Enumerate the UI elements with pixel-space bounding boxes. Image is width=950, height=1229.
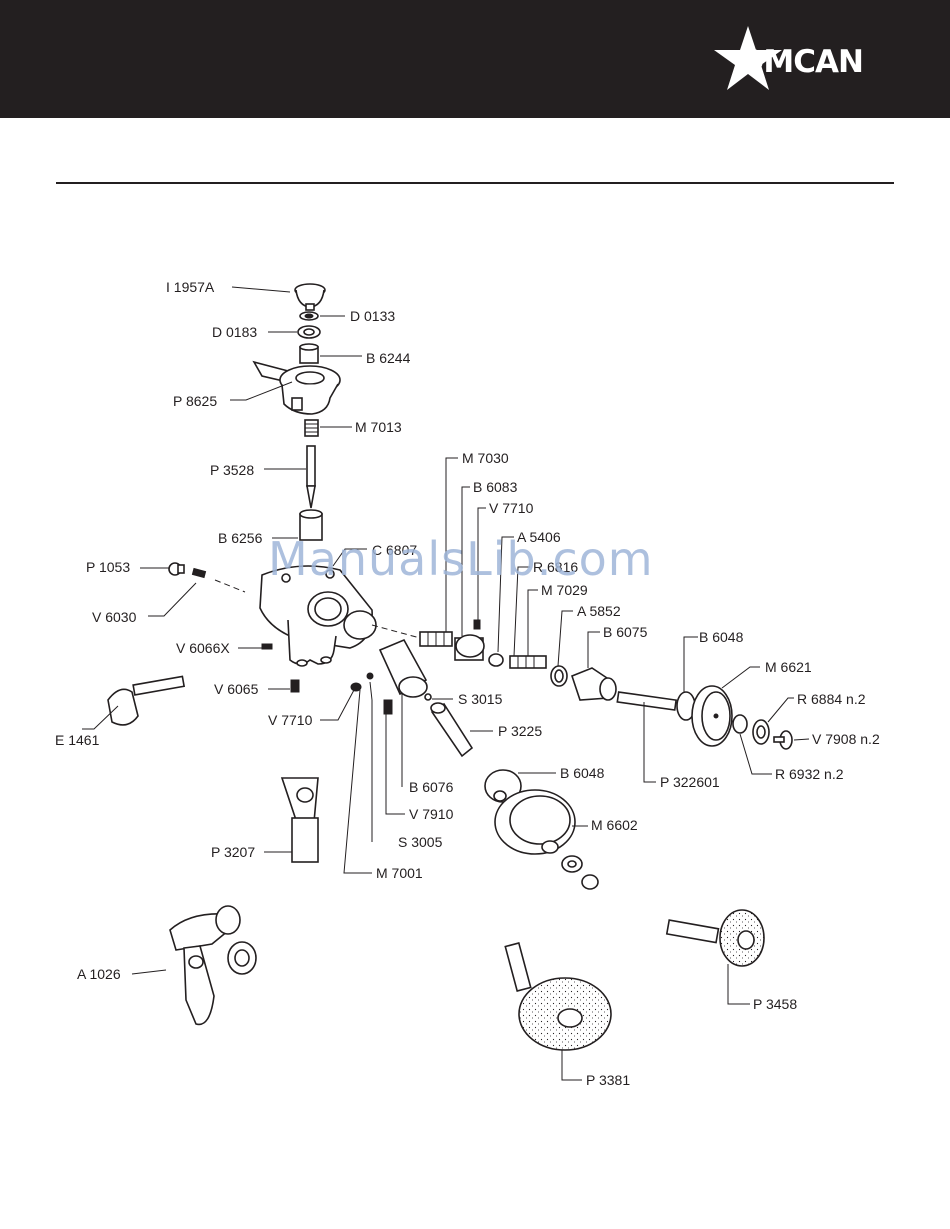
label-v7710b: V 7710 — [268, 712, 313, 728]
washer-part — [299, 311, 319, 321]
label-i1957a: I 1957A — [166, 279, 215, 295]
ball-part — [366, 672, 374, 680]
label-m7001: M 7001 — [376, 865, 423, 881]
washer-r6932-part — [732, 714, 748, 734]
label-b6256: B 6256 — [218, 530, 263, 546]
cap-screw-part — [168, 562, 185, 576]
grub-screw-part — [290, 679, 300, 693]
spring-coil-part — [419, 631, 453, 647]
label-b6048a: B 6048 — [699, 629, 744, 645]
label-r6932: R 6932 n.2 — [775, 766, 844, 782]
label-r6816: R 6816 — [533, 559, 578, 575]
spring-part — [304, 419, 319, 437]
star-logo-icon — [714, 26, 782, 90]
header-rule — [56, 182, 894, 184]
label-s3015: S 3015 — [458, 691, 503, 707]
assembly-a1026-part — [169, 905, 257, 1026]
nut-part — [297, 325, 321, 339]
handle-part — [107, 675, 186, 726]
sleeve-part — [299, 509, 323, 541]
label-r6884: R 6884 n.2 — [797, 691, 866, 707]
header-band — [0, 0, 950, 118]
shaft-p3458-part — [665, 909, 765, 967]
label-p3207: P 3207 — [211, 844, 255, 860]
washer-3-part — [541, 840, 599, 890]
label-d0133: D 0133 — [350, 308, 395, 324]
label-b6076: B 6076 — [409, 779, 454, 795]
watermark-text: ManualsLib.com — [268, 532, 654, 586]
brand-logo-text: OMCAN — [738, 44, 864, 80]
small-screw-part — [261, 643, 273, 650]
needle-p3225-part — [430, 702, 474, 758]
label-d0183: D 0183 — [212, 324, 257, 340]
label-v7908: V 7908 n.2 — [812, 731, 880, 747]
label-s3005: S 3005 — [398, 834, 443, 850]
set-screw-part — [191, 567, 207, 579]
label-m6602: M 6602 — [591, 817, 638, 833]
label-b6075: B 6075 — [603, 624, 648, 640]
label-v7910: V 7910 — [409, 806, 454, 822]
label-p322601: P 322601 — [660, 774, 720, 790]
label-a1026: A 1026 — [77, 966, 121, 982]
bushing-part — [299, 343, 319, 364]
sleeve-p3207-part — [280, 777, 319, 863]
ball-s3015-part — [424, 693, 432, 701]
lever-part — [252, 360, 341, 415]
shaft-part — [616, 691, 678, 711]
label-b6244: B 6244 — [366, 350, 411, 366]
screw-v7908-part — [773, 730, 793, 750]
label-v6030: V 6030 — [92, 609, 137, 625]
washer-r6884-part — [752, 719, 770, 745]
label-m6621: M 6621 — [765, 659, 812, 675]
disc-m6602-part — [494, 789, 576, 855]
cylinder-part — [454, 634, 485, 661]
label-c6807: C 6807 — [372, 542, 417, 558]
shaft-p3381-part — [504, 941, 612, 1051]
label-v6066x: V 6066X — [176, 640, 230, 656]
screw-v7910-part — [383, 699, 393, 715]
label-p1053: P 1053 — [86, 559, 130, 575]
spring-2-part — [509, 655, 547, 669]
clip-part — [488, 653, 504, 667]
label-m7030: M 7030 — [462, 450, 509, 466]
label-b6083: B 6083 — [473, 479, 518, 495]
label-a5852: A 5852 — [577, 603, 621, 619]
label-b6048b: B 6048 — [560, 765, 605, 781]
label-e1461: E 1461 — [55, 732, 100, 748]
nut-v7710-part — [350, 682, 362, 692]
label-m7013: M 7013 — [355, 419, 402, 435]
label-m7029: M 7029 — [541, 582, 588, 598]
o-ring-part — [550, 665, 568, 687]
label-p3528: P 3528 — [210, 462, 254, 478]
label-p3458: P 3458 — [753, 996, 797, 1012]
tube-b6076-part — [378, 638, 428, 698]
knob-part — [294, 283, 326, 311]
label-p3225: P 3225 — [498, 723, 542, 739]
pin-part — [306, 445, 316, 509]
label-v6065: V 6065 — [214, 681, 259, 697]
disc-m6621-part — [691, 685, 733, 747]
main-body-part — [259, 565, 377, 667]
label-p8625: P 8625 — [173, 393, 217, 409]
label-p3381: P 3381 — [586, 1072, 630, 1088]
valve-seat-part — [571, 667, 617, 701]
label-v7710a: V 7710 — [489, 500, 534, 516]
label-a5406: A 5406 — [517, 529, 561, 545]
small-screw-2-part — [473, 619, 481, 630]
